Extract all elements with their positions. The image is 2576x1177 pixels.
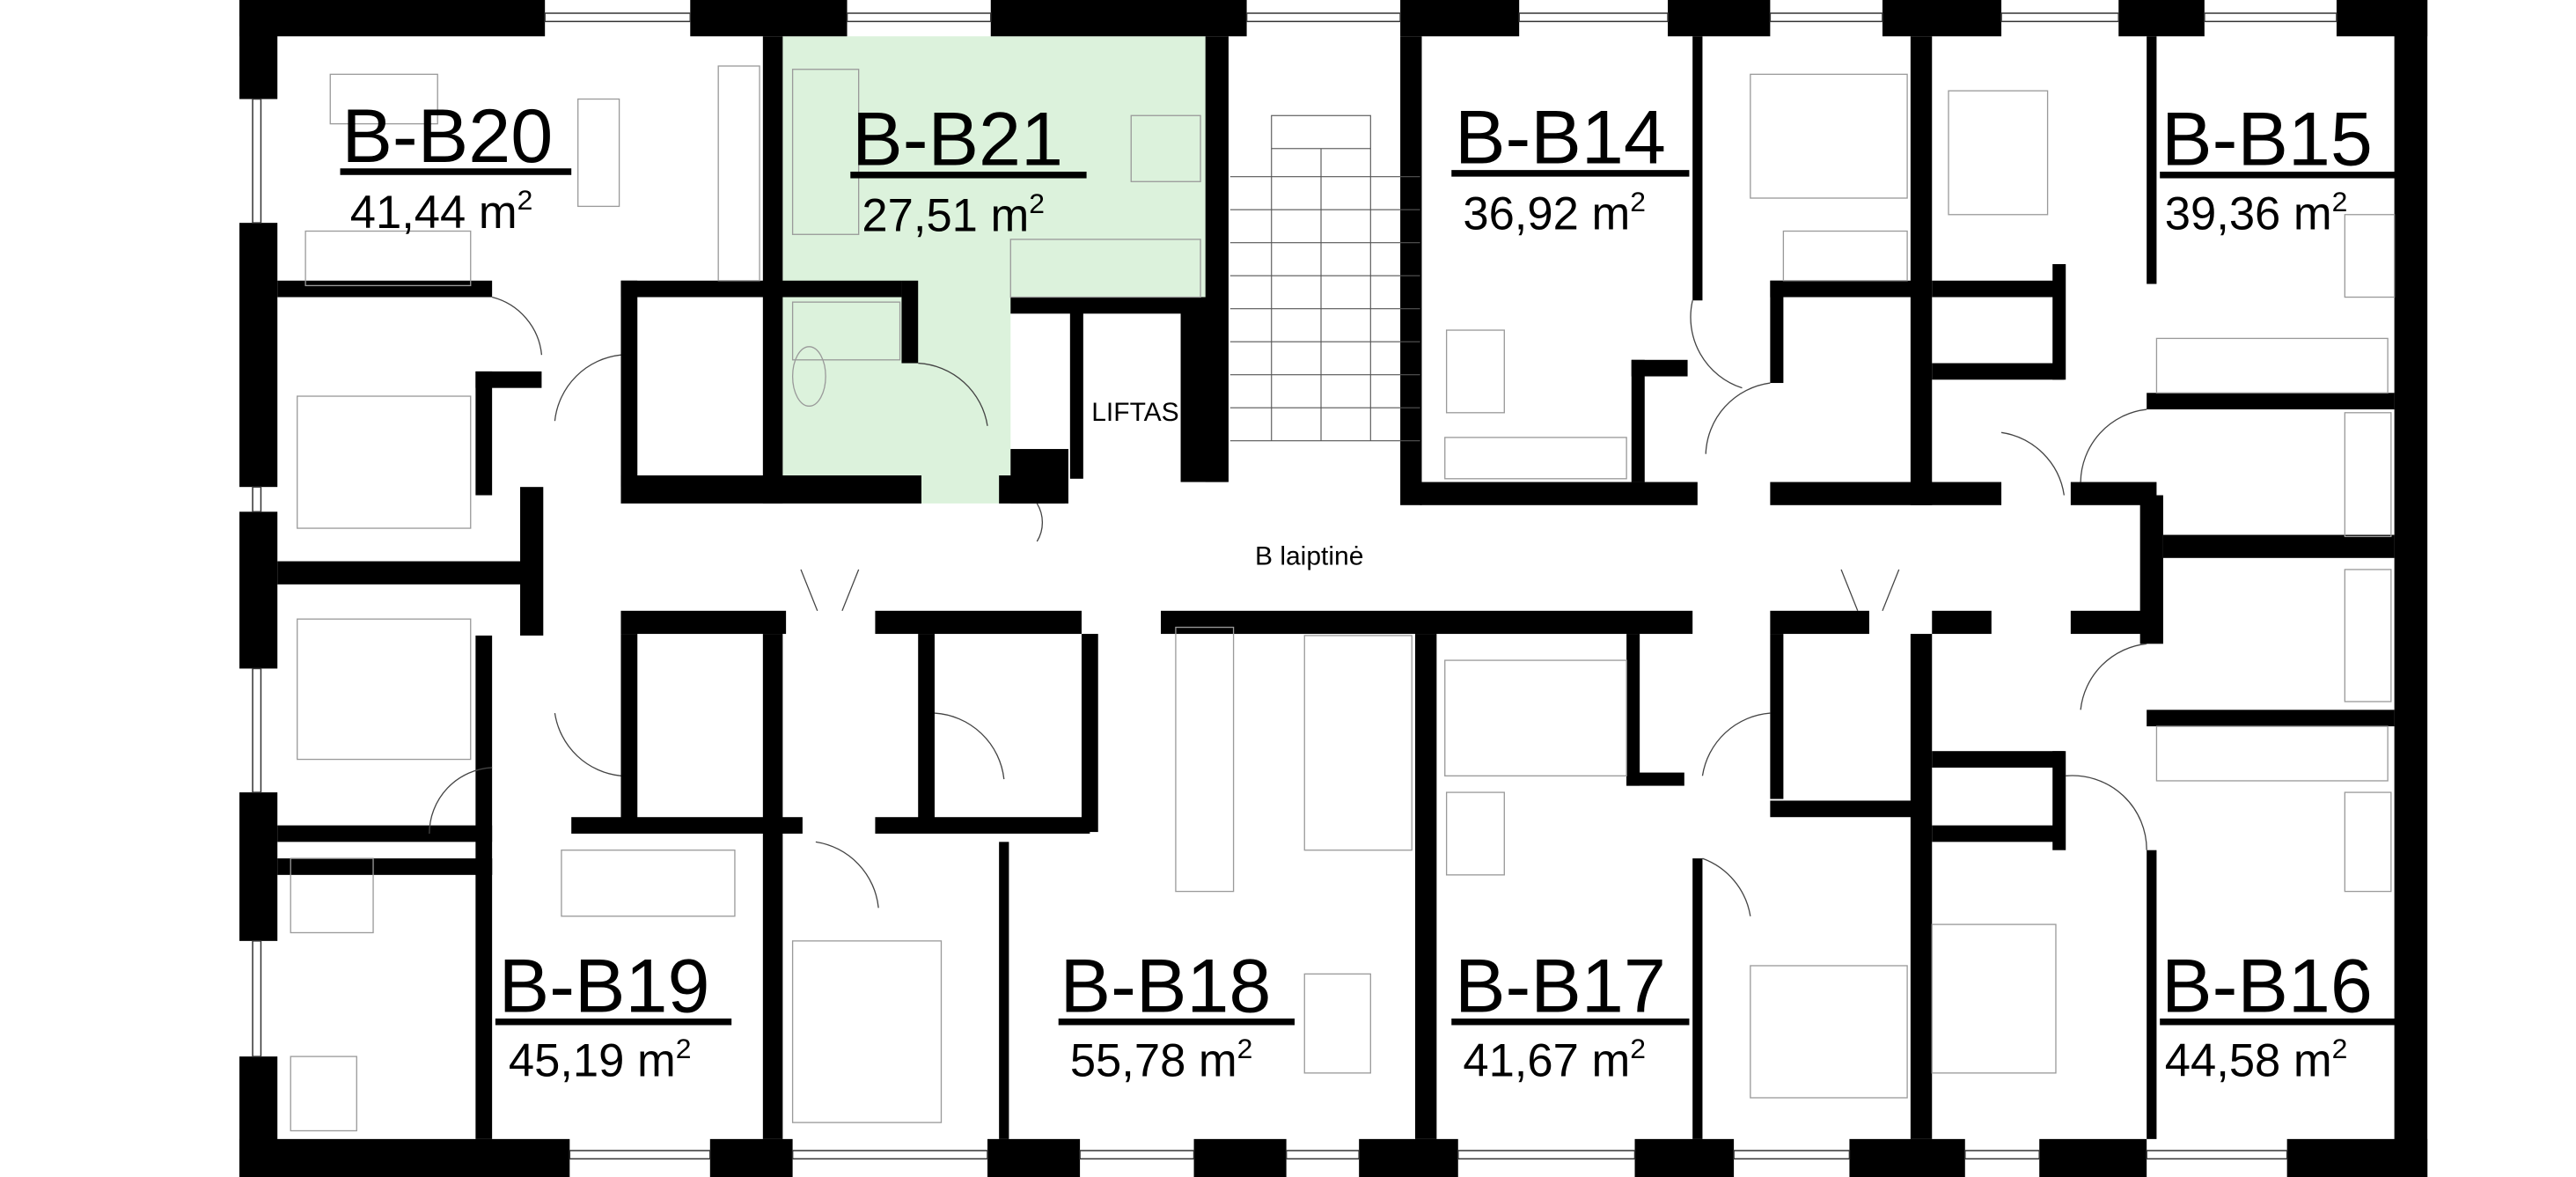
unit-name-underline xyxy=(2160,172,2396,179)
unit-name: B-B18 xyxy=(1060,945,1272,1029)
unit-label-b18[interactable]: B-B18 55,78 m2 xyxy=(1058,945,1295,1087)
elevator-label: LIFTAS xyxy=(1091,398,1178,427)
unit-label-b16[interactable]: B-B16 44,58 m2 xyxy=(2160,945,2396,1087)
unit-b21-highlight[interactable] xyxy=(782,36,1206,504)
unit-label-b21[interactable]: B-B21 27,51 m2 xyxy=(850,98,1087,242)
unit-name: B-B21 xyxy=(852,98,1063,182)
unit-name: B-B15 xyxy=(2161,98,2373,182)
unit-name-underline xyxy=(495,1018,732,1026)
staircase xyxy=(1229,114,1420,442)
unit-area: 41,44 m2 xyxy=(350,184,533,239)
windows xyxy=(252,12,2337,1160)
unit-name-underline xyxy=(850,172,1087,179)
doors xyxy=(429,296,2147,916)
unit-name: B-B19 xyxy=(499,945,710,1029)
unit-area: 36,92 m2 xyxy=(1463,186,1646,240)
unit-name-underline xyxy=(1451,1018,1690,1026)
stairwell-label: B laiptinė xyxy=(1255,541,1363,570)
unit-name: B-B16 xyxy=(2161,945,2373,1029)
unit-area: 27,51 m2 xyxy=(862,188,1045,242)
outer-walls xyxy=(239,0,2428,1177)
unit-area: 45,19 m2 xyxy=(509,1033,692,1087)
unit-label-b14[interactable]: B-B14 36,92 m2 xyxy=(1451,96,1690,240)
unit-name: B-B17 xyxy=(1455,945,1666,1029)
unit-name-underline xyxy=(1451,170,1690,177)
unit-name: B-B20 xyxy=(341,94,553,179)
unit-label-b20[interactable]: B-B20 41,44 m2 xyxy=(340,94,572,239)
unit-name-underline xyxy=(340,168,572,175)
furniture xyxy=(290,65,2396,1132)
interior-walls xyxy=(277,36,2395,1139)
unit-name-underline xyxy=(2160,1018,2396,1026)
unit-name-underline xyxy=(1058,1018,1295,1026)
unit-area: 55,78 m2 xyxy=(1070,1033,1253,1087)
unit-area: 41,67 m2 xyxy=(1463,1033,1646,1087)
unit-label-b15[interactable]: B-B15 39,36 m2 xyxy=(2160,98,2396,240)
unit-label-b19[interactable]: B-B19 45,19 m2 xyxy=(495,945,732,1087)
elevator-label-group: LIFTAS xyxy=(1091,398,1178,427)
unit-label-b17[interactable]: B-B17 41,67 m2 xyxy=(1451,945,1690,1087)
unit-area: 39,36 m2 xyxy=(2165,186,2348,240)
unit-area: 44,58 m2 xyxy=(2165,1033,2348,1087)
unit-name: B-B14 xyxy=(1455,96,1666,180)
stairwell-label-group: B laiptinė xyxy=(1255,541,1363,570)
